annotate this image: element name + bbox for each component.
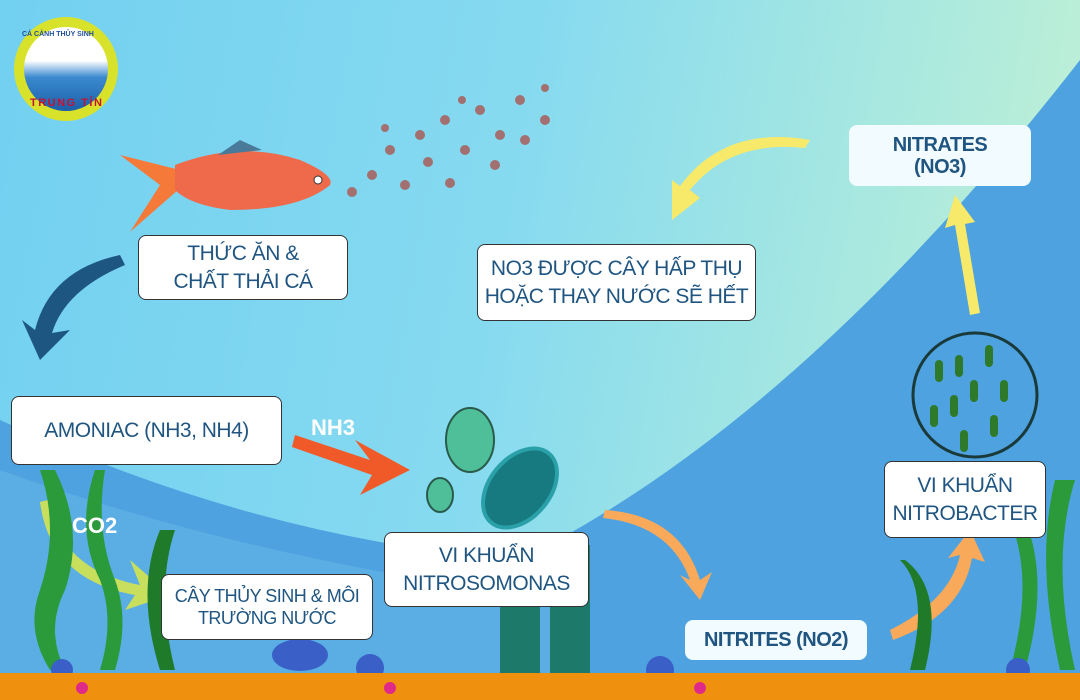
nitrobacter-line2: NITROBACTER	[892, 501, 1038, 525]
plants-line2: TRƯỜNG NƯỚC	[197, 608, 337, 628]
no3-line1: NO3 ĐƯỢC CÂY HẤP THỤ	[490, 257, 743, 281]
no3-line2: HOẶC THAY NƯỚC SẼ HẾT	[484, 284, 749, 308]
nitrobacter-box: VI KHUẨN NITROBACTER	[884, 461, 1046, 538]
nitrobacter-circle	[911, 331, 1039, 459]
bacteria-illustration	[426, 407, 559, 530]
nitrosomonas-line2: NITROSOMONAS	[403, 571, 570, 595]
arrow-orange-nh3	[292, 435, 410, 495]
nitrites-box: NITRITES (NO2)	[685, 620, 867, 660]
logo-top-text: CÁ CẢNH THỦY SINH	[22, 31, 94, 38]
fish-illustration	[120, 140, 331, 232]
nitrates-line2: (NO3)	[914, 155, 966, 178]
logo-bottom-text: TRUNG TÍN	[30, 97, 104, 109]
plants-line1: CÂY THỦY SINH & MÔI	[174, 585, 360, 606]
ammonia-box: AMONIAC (NH3, NH4)	[11, 396, 282, 465]
arrow-dark-down	[22, 255, 125, 360]
arrow-peach-up	[890, 530, 985, 640]
ground	[0, 673, 1080, 700]
nitrobacter-line1: VI KHUẨN	[917, 474, 1013, 498]
brand-logo: CÁ CẢNH THỦY SINH TRUNG TÍN	[14, 17, 118, 121]
nh3-label: NH3	[311, 415, 356, 440]
food-line2: CHẤT THẢI CÁ	[173, 269, 313, 293]
nitrates-line1: NITRATES	[892, 133, 988, 156]
arrow-peach-down	[603, 510, 712, 600]
deep-water-region	[0, 60, 1080, 700]
nitrates-box: NITRATES (NO3)	[849, 125, 1031, 186]
nitrosomonas-line1: VI KHUẨN	[438, 544, 535, 568]
plants-box: CÂY THỦY SINH & MÔI TRƯỜNG NƯỚC	[161, 574, 373, 640]
no3-absorbed-box: NO3 ĐƯỢC CÂY HẤP THỤ HOẶC THAY NƯỚC SẼ H…	[477, 244, 756, 321]
nitrites-text: NITRITES (NO2)	[703, 629, 849, 651]
food-waste-box: THỨC ĂN & CHẤT THẢI CÁ	[138, 235, 348, 300]
co2-label: CO2	[72, 513, 118, 538]
arrow-yellow-up	[945, 195, 980, 315]
ammonia-text: AMONIAC (NH3, NH4)	[44, 418, 249, 442]
food-line1: THỨC ĂN &	[187, 242, 299, 266]
food-pellets	[347, 84, 550, 197]
nitrosomonas-box: VI KHUẨN NITROSOMONAS	[384, 532, 589, 607]
arrow-yellow-left	[672, 137, 810, 220]
